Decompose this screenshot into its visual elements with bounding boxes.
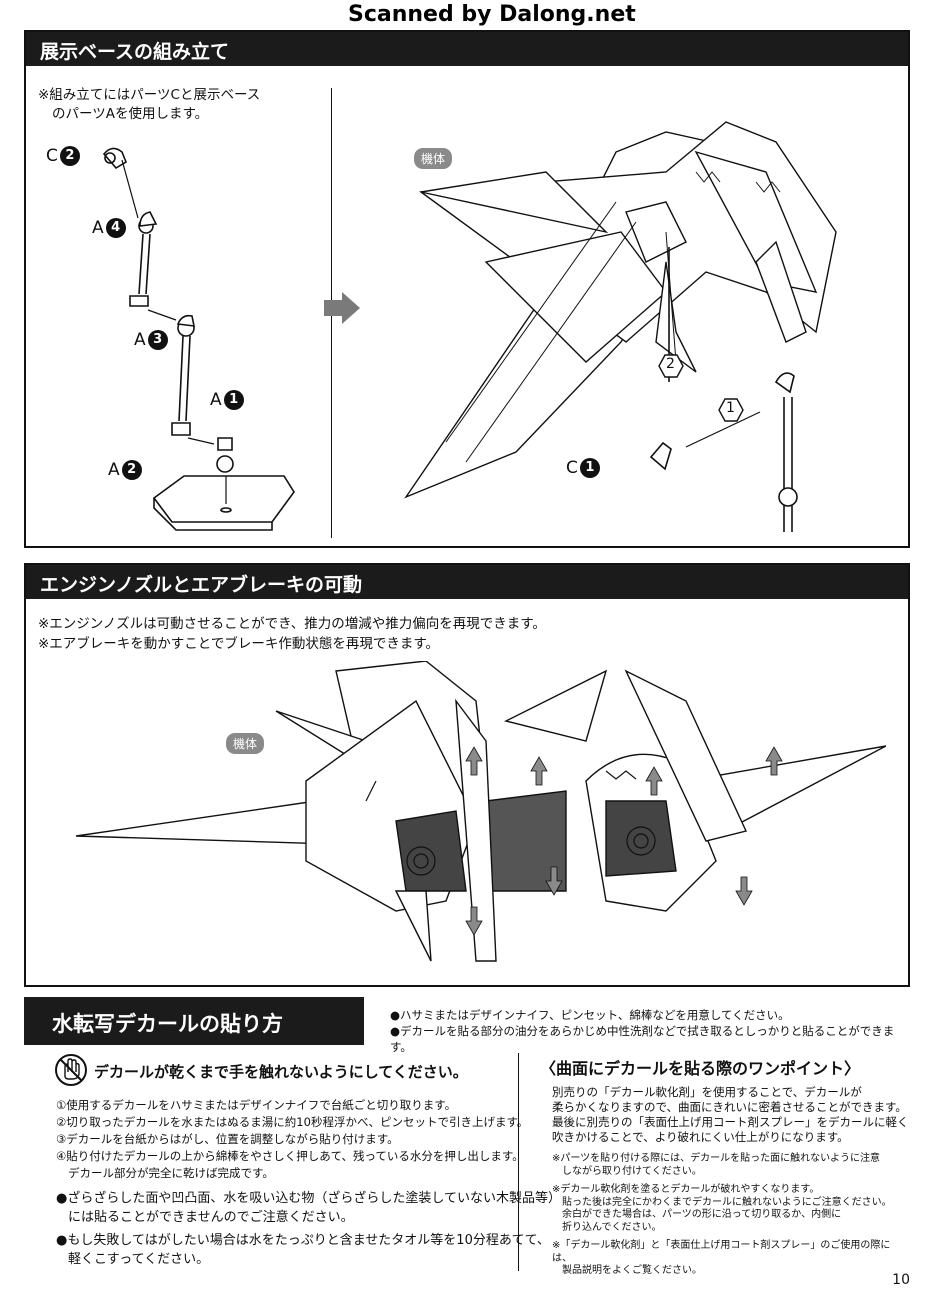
page-number: 10: [892, 1272, 910, 1288]
no-touch-icon: [55, 1054, 87, 1086]
step-2-label: 2: [666, 356, 675, 372]
onepoint-notes: ※パーツを貼り付ける際には、デカールを貼った面に触れないように注意 しながら取り…: [552, 1153, 892, 1276]
nozzle-airbrake-section: エンジンノズルとエアブレーキの可動 ※エンジンノズルは可動させることができ、推力…: [24, 563, 910, 987]
aircraft-body-tag: 機体: [414, 148, 453, 169]
prep-note-2: ●デカールを貼る部分の油分をあらかじめ中性洗剤などで拭き取るとしっかりと貼ること…: [390, 1024, 895, 1054]
onepoint-title: 〈曲面にデカールを貼る際のワンポイント〉: [540, 1059, 861, 1078]
step-1: ①使用するデカールをハサミまたはデザインナイフで台紙ごと切り取ります。: [56, 1098, 457, 1112]
step-4-cont: デカール部分が完全に乾けば完成です。: [68, 1166, 274, 1180]
caution-surface: ●ざらざらした面や凹凸面、水を吸い込む物（ざらざらした塗装していない木製品等） …: [56, 1191, 561, 1225]
aircraft-underside-diagram: [404, 121, 837, 532]
stand-assembly-diagram: [102, 147, 295, 531]
next-step-arrow-icon: [324, 292, 360, 324]
section-title: 水転写デカールの貼り方: [52, 1012, 283, 1036]
parts-note: ※組み立てにはパーツCと展示ベース のパーツAを使用します。: [38, 87, 261, 122]
nozzle-note: ※エンジンノズルは可動させることができ、推力の増減や推力偏向を再現できます。: [38, 616, 546, 632]
caution-remove: ●もし失敗してはがしたい場合は水をたっぷりと含ませたタオル等を10分程あてて、 …: [56, 1233, 550, 1267]
aircraft-body-tag: 機体: [226, 733, 265, 754]
section-title: 展示ベースの組み立て: [40, 41, 230, 63]
decal-header: 水転写デカールの貼り方: [24, 997, 364, 1045]
airbrake-note: ※エアブレーキを動かすことでブレーキ作動状態を再現できます。: [38, 636, 440, 652]
step-2: ②切り取ったデカールを水またはぬるま湯に約10秒程浮かべ、ピンセットで引き上げま…: [56, 1115, 529, 1129]
step-2-hex-icon: [658, 354, 684, 378]
decal-section: 水転写デカールの貼り方 ●ハサミまたはデザインナイフ、ピンセット、綿棒などを用意…: [24, 997, 910, 1276]
display-base-section: 展示ベースの組み立て ※組み立てにはパーツCと展示ベース のパーツAを使用します…: [24, 30, 910, 548]
onepoint-body: 別売りの「デカール軟化剤」を使用することで、デカールが 柔らかくなりますので、曲…: [552, 1085, 909, 1144]
section-header: エンジンノズルとエアブレーキの可動: [26, 565, 908, 599]
scan-watermark: Scanned by Dalong.net: [348, 2, 636, 27]
step-3: ③デカールを台紙からはがし、位置を調整しながら貼り付けます。: [56, 1132, 399, 1146]
section-title: エンジンノズルとエアブレーキの可動: [40, 574, 363, 596]
aircraft-rear-diagram: [75, 661, 886, 962]
divider: [518, 1053, 519, 1271]
step-4: ④貼り付けたデカールの上から綿棒をやさしく押しあて、残っている水分を押し出します…: [56, 1149, 524, 1163]
prep-note-1: ●ハサミまたはデザインナイフ、ピンセット、綿棒などを用意してください。: [390, 1008, 790, 1022]
dry-warning: デカールが乾くまで手を触れないようにしてください。: [94, 1063, 468, 1081]
step-1-hex-icon: [718, 398, 744, 422]
step-1-label: 1: [726, 400, 735, 416]
section-header: 展示ベースの組み立て: [26, 32, 908, 66]
